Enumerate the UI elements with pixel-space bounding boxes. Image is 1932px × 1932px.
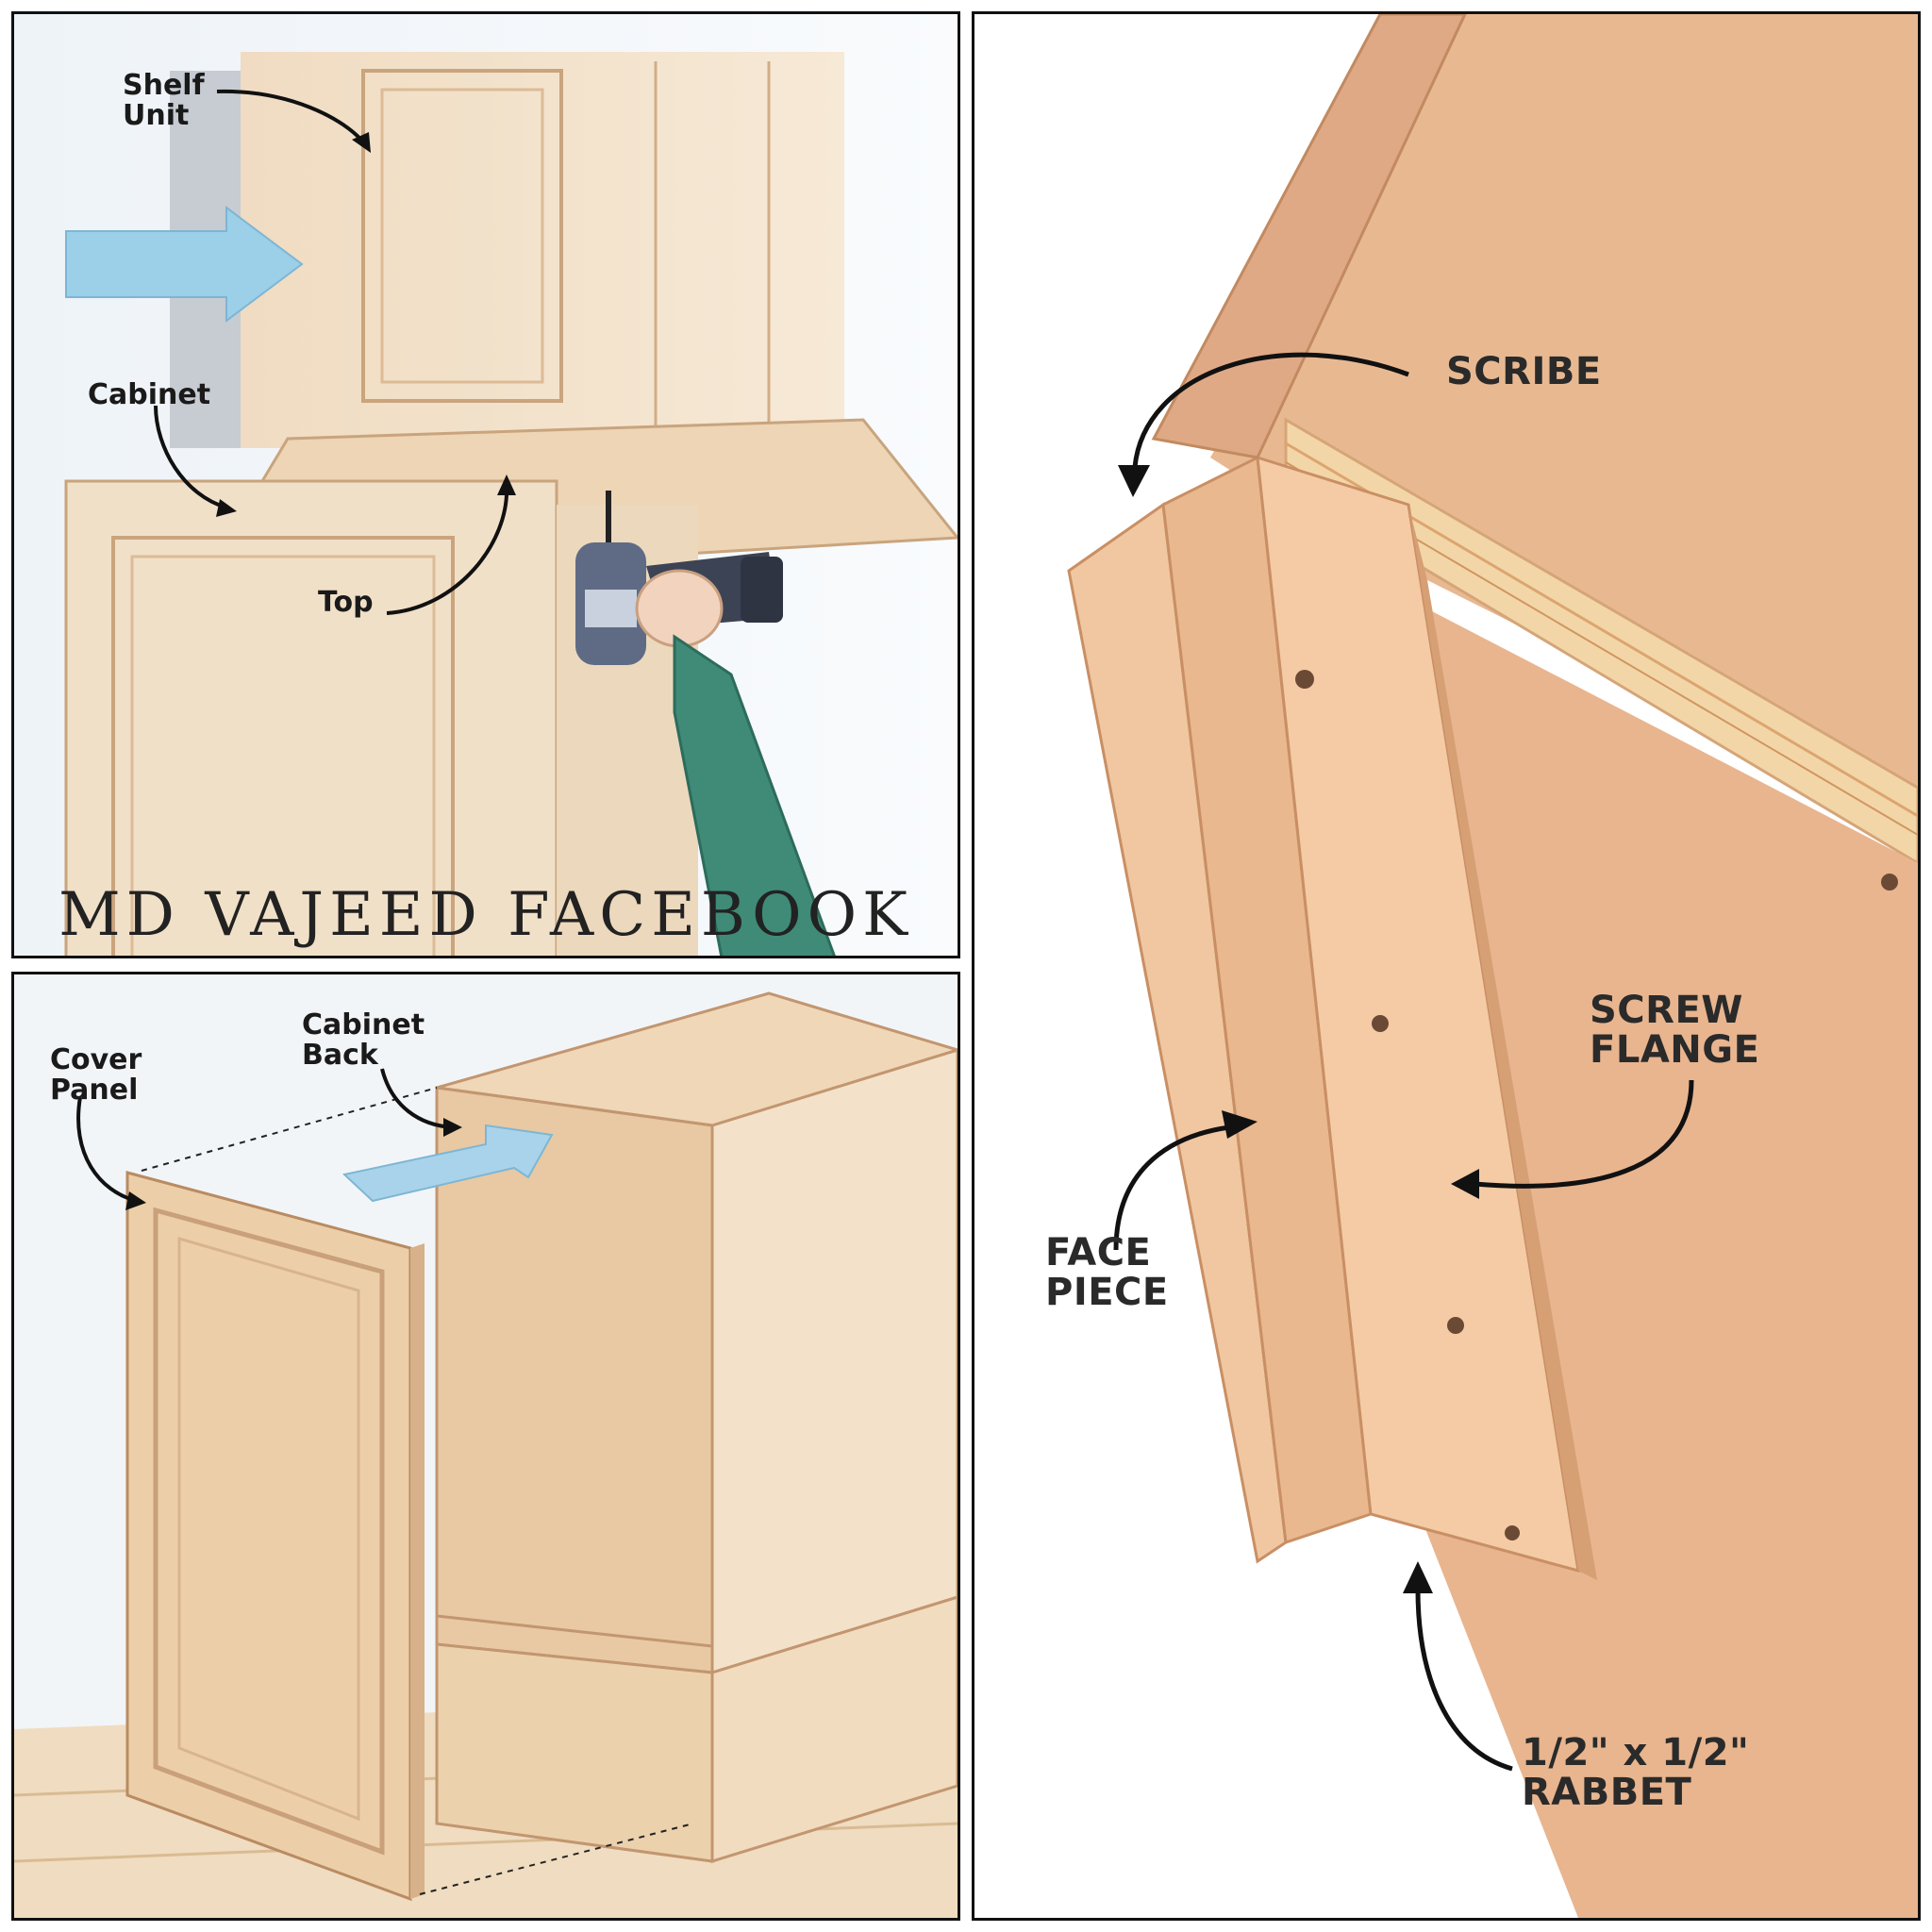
label-scribe: SCRIBE [1446, 350, 1602, 393]
label-screw-flange: SCREW FLANGE [1590, 989, 1760, 1072]
insert-direction-arrow [341, 1124, 554, 1203]
label-cabinet: Cabinet [88, 378, 211, 411]
panel-shelf-unit-install: Shelf Unit Cabinet Top MD VAJEED FACEBOO… [11, 11, 960, 958]
panel-cover-panel: Cover Panel Cabinet Back [11, 972, 960, 1921]
label-shelf-unit: Shelf Unit [123, 69, 205, 132]
cabinet-side-panel [1408, 599, 1918, 1918]
cover-panel [125, 1171, 425, 1902]
cabinet [64, 479, 558, 956]
shelf-unit-illustration [14, 14, 958, 956]
label-rabbet: 1/2" x 1/2" RABBET [1522, 1731, 1750, 1814]
panel-scribe-detail: SCRIBE SCREW FLANGE FACE PIECE 1/2" x 1/… [972, 11, 1921, 1921]
label-top: Top [318, 586, 374, 619]
cover-panel-illustration [14, 974, 958, 1918]
screw-icon [1295, 670, 1898, 1541]
scribe-photo-illustration [974, 14, 1918, 1918]
label-cabinet-back: Cabinet Back [302, 1008, 425, 1072]
cabinet-top-surface [1210, 14, 1918, 825]
insert-direction-arrow [65, 206, 304, 323]
cabinet-box [435, 991, 958, 1864]
scribe-strip [1151, 14, 1467, 459]
label-face-piece: FACE PIECE [1045, 1231, 1169, 1314]
arm-sleeve [673, 634, 836, 956]
watermark-text: MD VAJEED FACEBOOK [58, 880, 913, 950]
label-cover-panel: Cover Panel [50, 1043, 142, 1107]
